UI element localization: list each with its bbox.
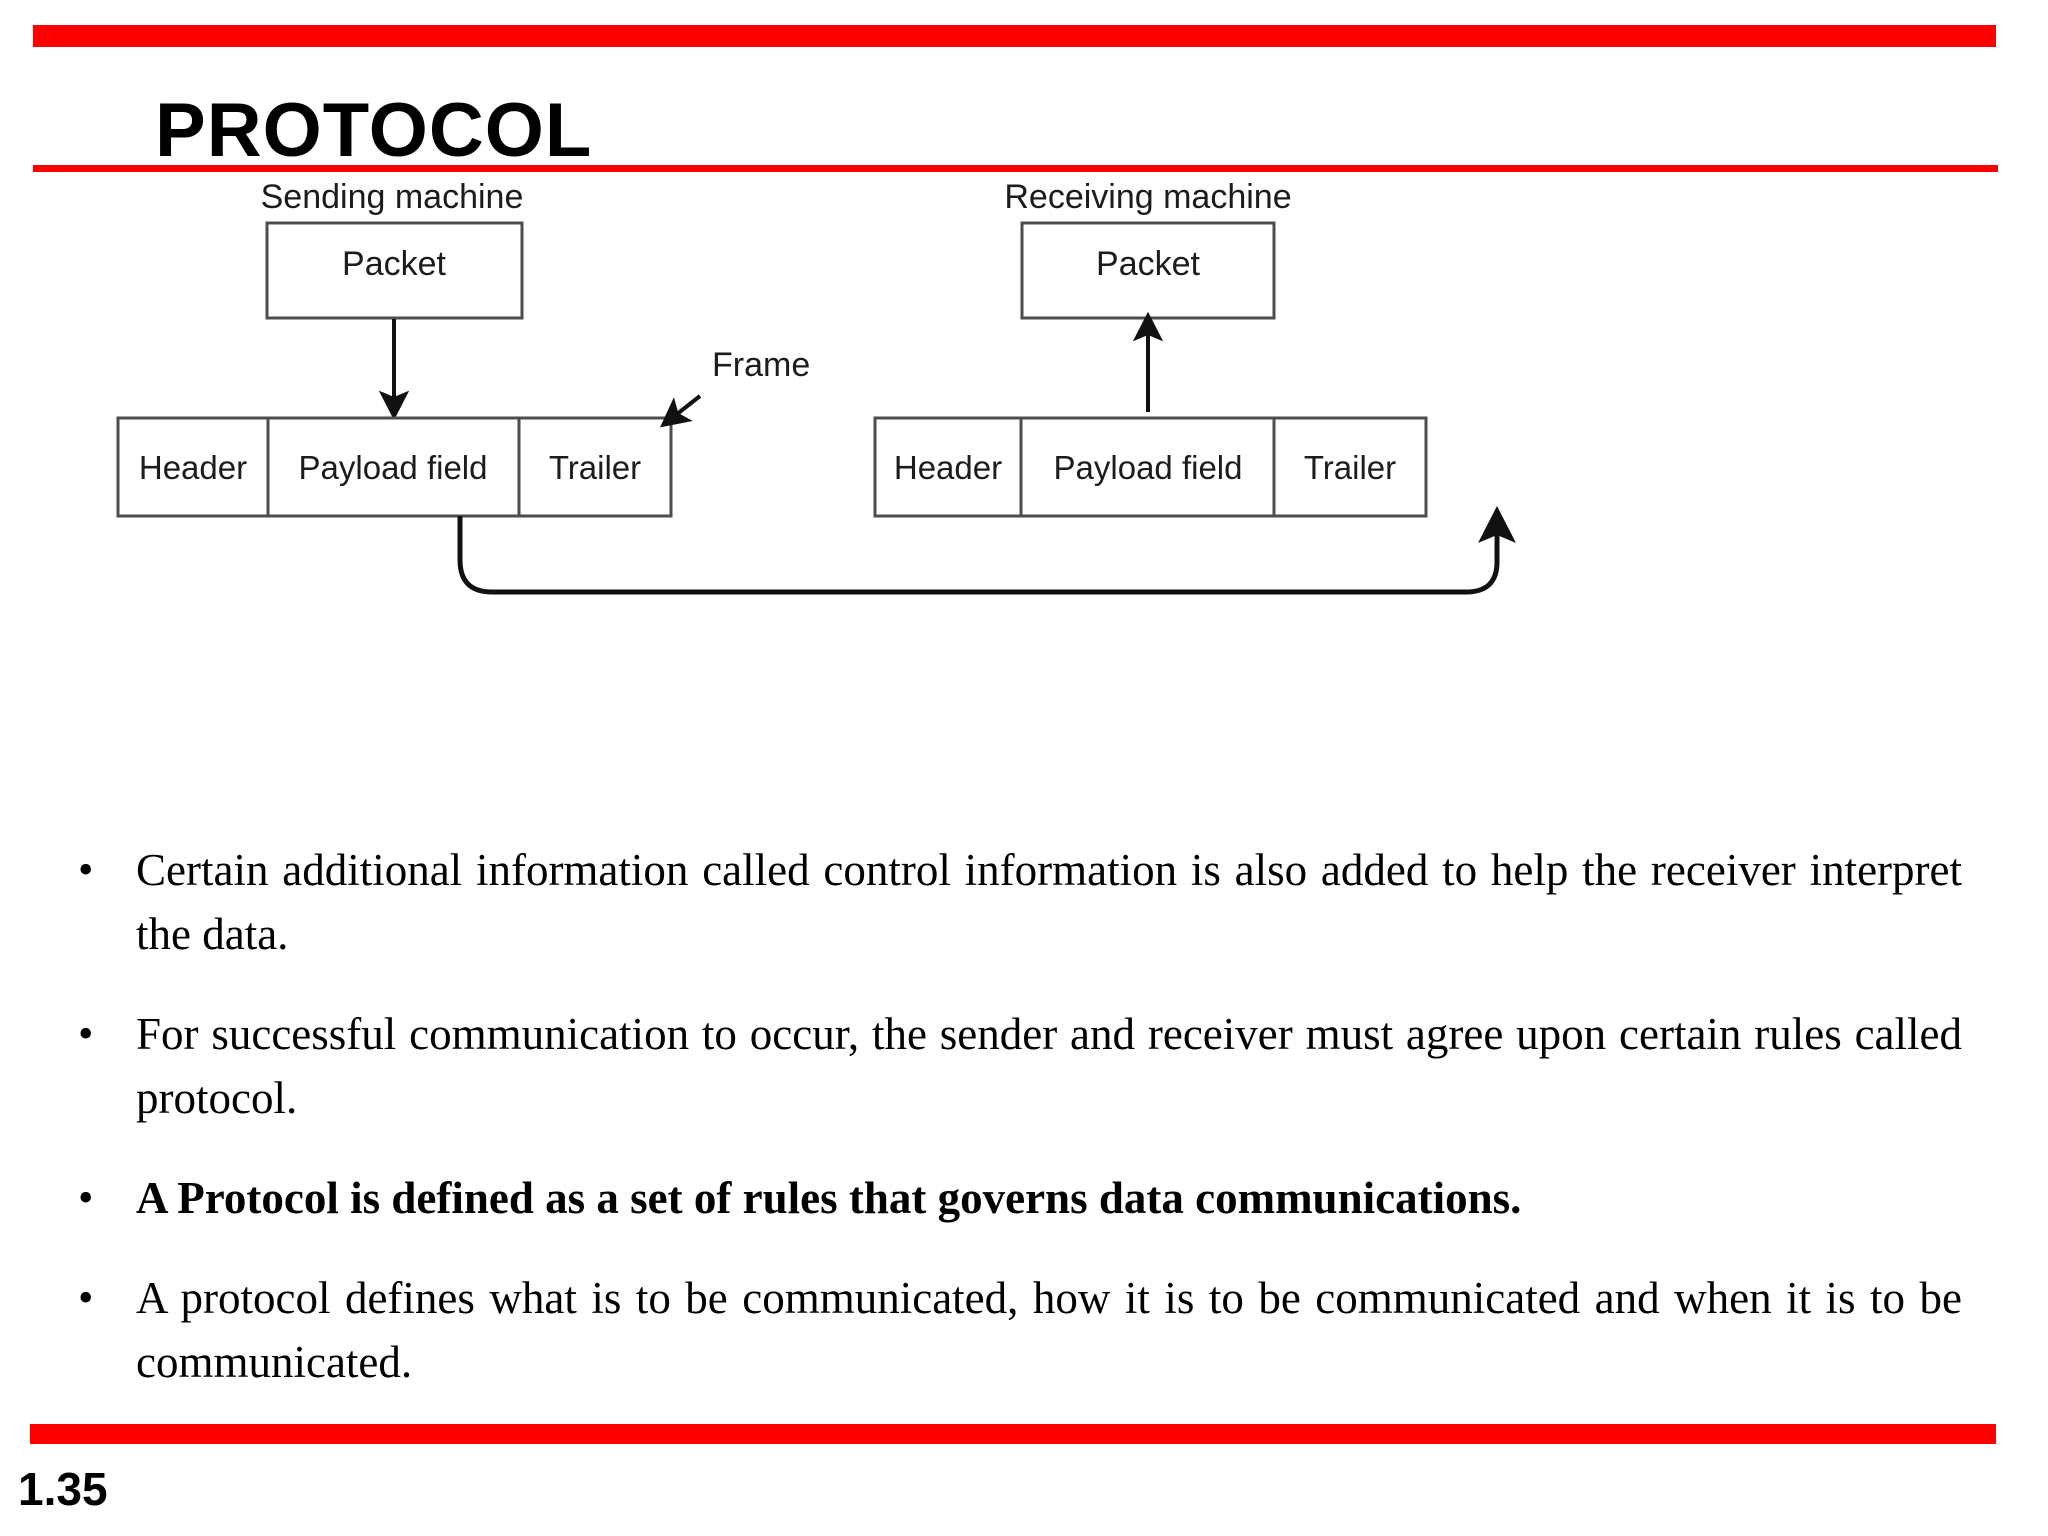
list-item: • Certain additional information called … xyxy=(70,838,1970,966)
sending-frame-cell-header-label: Header xyxy=(139,449,247,486)
frame-callout-label: Frame xyxy=(712,346,810,384)
slide-number: 1.35 xyxy=(18,1463,108,1515)
sending-packet-box xyxy=(265,221,524,320)
bullet-text: Certain additional information called co… xyxy=(136,845,1962,959)
header-rule-under-title xyxy=(33,165,1998,172)
sending-machine-caption: Sending machine xyxy=(261,180,524,216)
sending-frame-cell-trailer xyxy=(517,416,673,518)
list-item: • A Protocol is defined as a set of rule… xyxy=(70,1166,1970,1230)
sending-frame-cell-payload-label: Payload field xyxy=(299,449,488,486)
bullet-marker: • xyxy=(78,1273,94,1322)
protocol-framing-diagram: Sending machine Packet Header Payload fi… xyxy=(0,180,2048,820)
receiving-frame-cell-header-label: Header xyxy=(894,449,1002,486)
receiving-frame-cell-trailer xyxy=(1272,416,1428,518)
footer-rule xyxy=(30,1424,1996,1444)
bullet-list: • Certain additional information called … xyxy=(70,838,1970,1394)
receiving-packet-box xyxy=(1020,221,1276,320)
sending-frame-cell-payload xyxy=(266,416,521,518)
sending-packet-label: Packet xyxy=(342,245,446,283)
bullet-marker: • xyxy=(78,1173,94,1222)
bullet-text: A protocol defines what is to be communi… xyxy=(136,1273,1962,1387)
sending-frame-cell-header xyxy=(116,416,270,518)
transmission-path xyxy=(457,505,1516,595)
receiving-frame-cell-trailer-label: Trailer xyxy=(1304,449,1396,486)
receiving-frame-cell-payload-label: Payload field xyxy=(1054,449,1243,486)
header-rule-top xyxy=(33,25,1996,47)
bullet-text: A Protocol is defined as a set of rules … xyxy=(136,1173,1522,1223)
sending-frame-cell-trailer-label: Trailer xyxy=(549,449,641,486)
list-item: • For successful communication to occur,… xyxy=(70,1002,1970,1130)
receiving-packet-label: Packet xyxy=(1096,245,1200,283)
list-item: • A protocol defines what is to be commu… xyxy=(70,1266,1970,1394)
frame-callout-arrow xyxy=(660,394,702,428)
bullet-marker: • xyxy=(78,1009,94,1058)
receiving-machine-caption: Receiving machine xyxy=(1004,180,1291,216)
bullet-marker: • xyxy=(78,845,94,894)
bullet-text: For successful communication to occur, t… xyxy=(136,1009,1962,1123)
page-title: PROTOCOL xyxy=(155,87,593,173)
receiving-frame-cell-header xyxy=(873,416,1023,518)
receiving-frame-cell-payload xyxy=(1019,416,1276,518)
